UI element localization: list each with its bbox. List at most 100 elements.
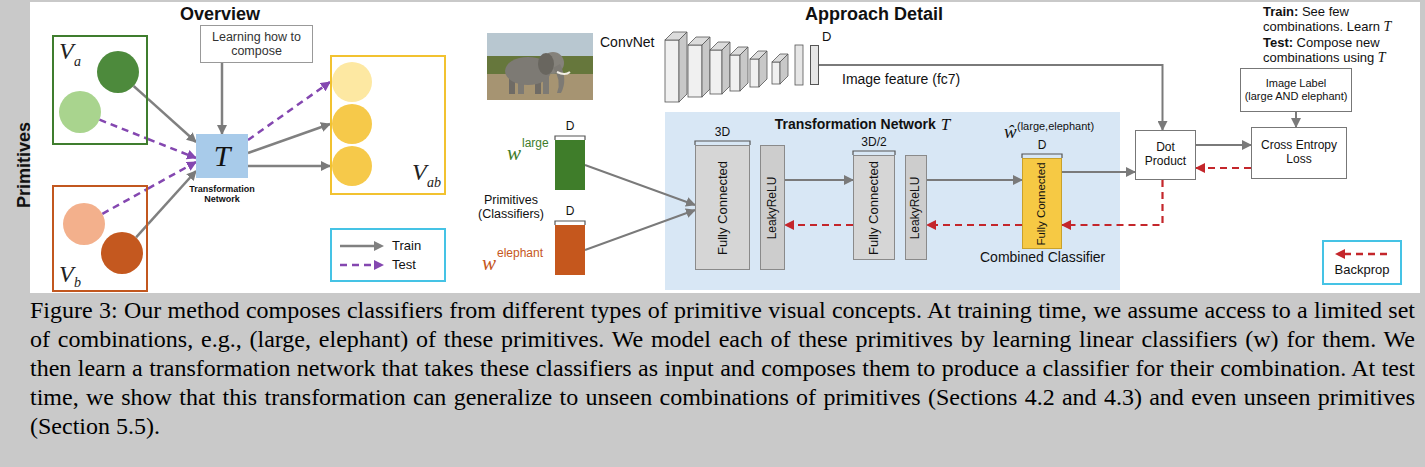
node-text: D xyxy=(566,120,575,134)
node-text: D xyxy=(822,30,831,45)
conv-layer xyxy=(688,45,702,97)
connector xyxy=(1295,112,1297,127)
size-bracket xyxy=(695,141,750,145)
node-text: T xyxy=(214,139,231,174)
concept-circle xyxy=(59,91,101,133)
connector xyxy=(148,99,196,142)
node-text: LeakyReLU xyxy=(909,176,923,239)
conv-layer xyxy=(679,32,687,102)
node-text: Dot Product xyxy=(1136,141,1195,169)
legend-text: Train xyxy=(392,238,421,253)
node-text: 3D/2 xyxy=(861,136,886,150)
conv-layer xyxy=(772,62,780,84)
connector xyxy=(819,65,1163,130)
legend-item: Test xyxy=(340,257,416,272)
convnet-layers xyxy=(665,32,803,102)
connector xyxy=(248,124,330,153)
conv-layer xyxy=(780,54,788,84)
conv-layer xyxy=(665,40,679,102)
connector xyxy=(1062,180,1163,225)
combined-classifier-box: DFully Connected xyxy=(1022,158,1062,249)
set-box: Vb xyxy=(52,185,148,292)
panel-title: Overview xyxy=(180,4,260,25)
node-text: a xyxy=(74,54,81,70)
note-block: Test:Compose new combinations usingT xyxy=(1263,35,1418,65)
size-brackets xyxy=(555,136,1062,225)
symbol: ŵ xyxy=(1004,121,1017,143)
connector xyxy=(585,210,695,250)
wire xyxy=(134,86,148,99)
conv-layer xyxy=(730,55,740,91)
side-title: Primitives xyxy=(14,122,35,208)
note-text: See few combinations. Learn xyxy=(1263,4,1380,34)
conv-layer xyxy=(722,42,730,94)
conv-layer xyxy=(710,50,722,94)
activation-box: LeakyReLU xyxy=(905,155,927,260)
concept-circle xyxy=(332,62,372,102)
connector xyxy=(585,165,695,205)
legend-box: TrainTest xyxy=(330,228,446,282)
classifier-vector: D xyxy=(555,140,585,190)
fc-layer-box: 3D/2Fully Connected xyxy=(853,155,895,260)
legend-text: Backprop xyxy=(1335,262,1390,277)
concept-circle xyxy=(63,203,105,245)
wire xyxy=(100,120,149,139)
conv-layer xyxy=(759,51,767,87)
concept-circle xyxy=(332,104,372,144)
process-box: Cross Entropy Loss xyxy=(1251,127,1347,179)
node-text: V xyxy=(59,261,74,289)
connector xyxy=(1196,167,1251,169)
figure-panel xyxy=(30,2,1420,293)
caption-text: Figure 3: Our method composes classifier… xyxy=(30,296,1415,441)
legend-arrowhead xyxy=(374,241,384,251)
legend-line xyxy=(340,263,375,266)
transform-box: TTransformation Network xyxy=(196,134,248,178)
node-text: b xyxy=(74,275,81,291)
legend-line xyxy=(340,244,375,247)
conv-layer xyxy=(750,59,759,87)
fc-layer xyxy=(795,45,803,85)
connector xyxy=(785,224,853,226)
elephant-trunk xyxy=(553,64,564,93)
legend-box: Backprop xyxy=(1322,240,1402,285)
conv-layer xyxy=(702,37,710,97)
node-text: Image Label xyxy=(1266,77,1327,90)
size-bracket xyxy=(853,151,895,155)
connector xyxy=(148,139,196,158)
connector xyxy=(248,82,330,140)
node-text: V xyxy=(412,159,427,187)
connector xyxy=(1196,144,1251,146)
node-text: Fully Connected xyxy=(867,161,882,255)
symbol-superscript: (large,elephant) xyxy=(1017,120,1094,133)
node-text: Learning how to compose xyxy=(201,30,312,59)
fc-layer-box: 3DFully Connected xyxy=(695,145,750,270)
set-box: Va xyxy=(52,35,148,145)
component-label: ConvNet xyxy=(600,34,654,50)
node-text: D xyxy=(566,205,575,219)
elephant-photo xyxy=(487,33,593,100)
note-heading: Train: xyxy=(1263,4,1298,19)
fc-layer: D xyxy=(810,45,819,85)
node-text: LeakyReLU xyxy=(766,176,780,239)
symbol-superscript: large xyxy=(522,137,549,151)
legend-sample xyxy=(340,241,384,251)
elephant-ear xyxy=(538,53,554,75)
component-label: Combined Classifier xyxy=(980,249,1105,265)
figure-caption: Figure 3: Our method composes classifier… xyxy=(30,296,1415,441)
conv-layer xyxy=(740,47,748,91)
legend-text: Test xyxy=(392,257,416,272)
node-text: ab xyxy=(427,175,441,191)
connector xyxy=(148,171,196,224)
symbol: w xyxy=(482,251,496,275)
node-text: Transformation Network xyxy=(180,185,264,205)
connector xyxy=(248,165,330,168)
size-bracket xyxy=(555,221,585,225)
node-text: (large AND elephant) xyxy=(1245,90,1348,103)
concept-circle xyxy=(101,232,143,274)
node-text: V xyxy=(59,38,74,66)
node-text: Cross Entropy Loss xyxy=(1252,139,1346,167)
network-region: Transformation NetworkT3DFully Connected… xyxy=(665,112,1120,290)
classifier-vector: D xyxy=(555,225,585,275)
legend-line xyxy=(1344,252,1389,255)
